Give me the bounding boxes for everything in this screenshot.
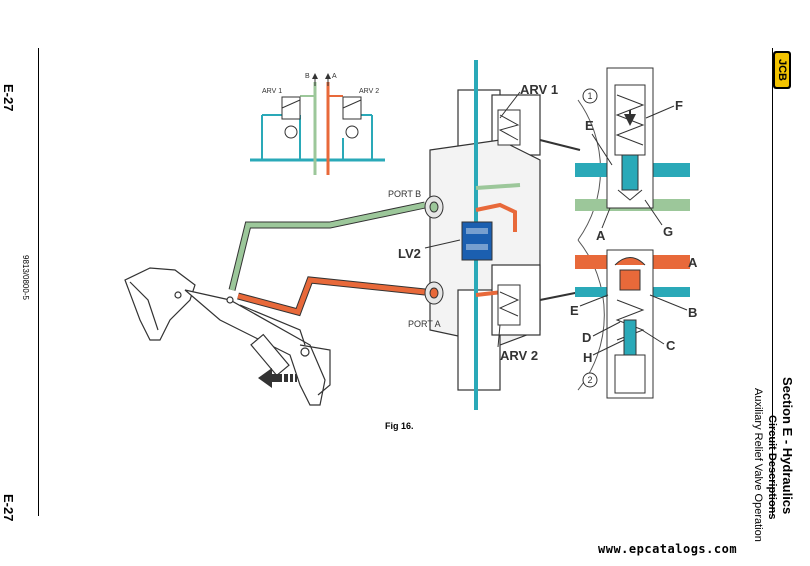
detail-1-label-e: E (585, 118, 594, 133)
svg-text:2: 2 (587, 375, 592, 385)
hose-port-a (237, 276, 426, 317)
svg-text:1: 1 (587, 91, 592, 101)
brand-text: JCB (776, 59, 788, 81)
detail-2-label-a: A (688, 255, 698, 270)
figure-caption: Fig 16. (385, 421, 414, 431)
port-fittings (424, 195, 444, 305)
detail-2-number: 2 (582, 372, 598, 388)
right-margin-rule (772, 48, 773, 516)
lv2-label: LV2 (398, 246, 421, 261)
port-b-label: PORT B (388, 189, 421, 199)
schematic-b-label: B (305, 73, 310, 80)
detail-1-label-f: F (675, 98, 683, 113)
detail-1 (575, 67, 690, 241)
valve-flow-paths (461, 60, 521, 410)
detail-1-label-a: A (596, 228, 606, 243)
loader-arm (124, 267, 331, 406)
hose-port-b (228, 201, 426, 291)
port-a-label: PORT A (408, 319, 441, 329)
arv2-label: ARV 2 (500, 348, 538, 363)
jcb-logo: JCB (772, 50, 792, 90)
schematic-a-label: A (332, 73, 337, 80)
schematic-arv1-label: ARV 1 (262, 88, 282, 95)
detail-2-label-d: D (582, 330, 591, 345)
detail-1-number: 1 (582, 88, 598, 104)
watermark-url: www.epcatalogs.com (598, 542, 738, 556)
mini-schematic (250, 73, 385, 175)
left-margin-rule (38, 48, 39, 516)
arv1-label: ARV 1 (520, 82, 558, 97)
detail-1-label-g: G (663, 224, 673, 239)
detail-2-label-c: C (666, 338, 676, 353)
schematic-arv2-label: ARV 2 (359, 88, 379, 95)
detail-2-label-h: H (583, 350, 592, 365)
detail-2 (575, 239, 690, 399)
detail-2-label-b: B (688, 305, 697, 320)
detail-2-label-e: E (570, 303, 579, 318)
movement-arrow (258, 368, 297, 388)
